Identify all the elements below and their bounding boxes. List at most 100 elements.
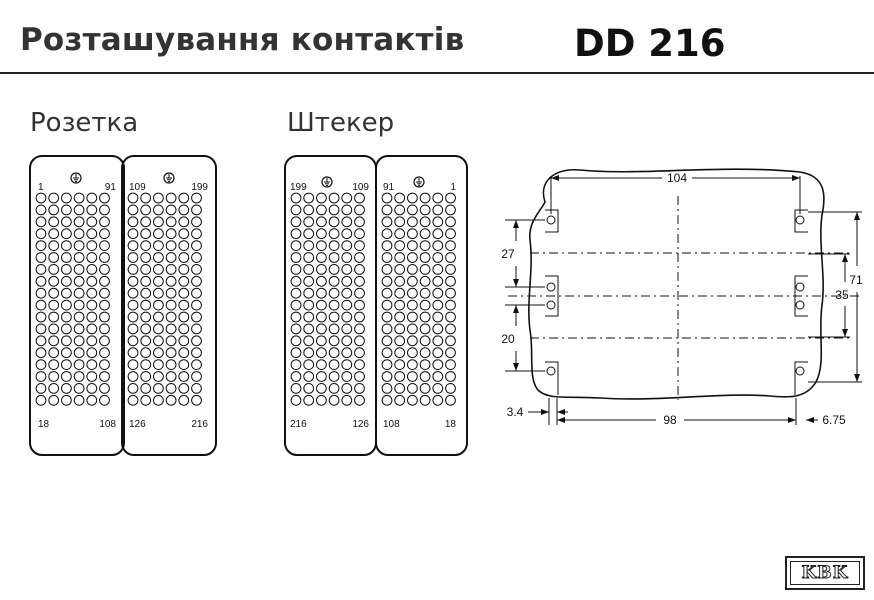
contact-pin <box>153 287 164 299</box>
contact-pin <box>86 287 98 299</box>
contact-pin <box>153 216 164 228</box>
contact-pin <box>381 275 393 287</box>
socket-label: Розетка <box>30 108 139 138</box>
contact-pin <box>73 252 85 263</box>
contact-pin <box>191 347 202 359</box>
contact-pin <box>140 323 152 335</box>
contact-pin <box>328 204 340 216</box>
contact-pin <box>394 204 406 216</box>
contact-pin <box>178 275 190 287</box>
contact-pin <box>48 275 60 287</box>
contact-pin <box>445 359 456 371</box>
contact-pin <box>354 287 365 299</box>
contact-pin <box>140 299 152 311</box>
contact-pin <box>73 323 85 335</box>
contact-pin <box>73 394 85 406</box>
contact-pin <box>48 192 60 204</box>
contact-pin <box>381 216 393 228</box>
contact-pin <box>127 275 139 287</box>
pin-number-label: 199 <box>290 182 307 193</box>
contact-pin <box>191 359 202 371</box>
contact-pin <box>127 311 139 323</box>
contact-pin <box>407 192 418 204</box>
contact-pin <box>354 299 365 311</box>
contact-pin <box>394 264 406 275</box>
contact-pin <box>153 240 164 252</box>
contact-pin <box>407 394 418 406</box>
company-logo: KBK <box>785 556 865 590</box>
contact-pin <box>407 240 418 252</box>
contact-pin <box>86 240 98 252</box>
contact-pin <box>303 204 315 216</box>
plug-right-block <box>375 155 468 456</box>
contact-pin <box>316 383 327 394</box>
contact-pin <box>303 192 315 204</box>
contact-pin <box>394 216 406 228</box>
contact-pin <box>341 299 353 311</box>
mounting-hole <box>795 366 805 376</box>
contact-pin <box>48 335 60 347</box>
dimension-label: 71 <box>849 273 863 287</box>
contact-pin <box>394 359 406 371</box>
contact-pin <box>153 228 164 240</box>
contact-pin <box>381 359 393 371</box>
contact-pin <box>419 299 431 311</box>
contact-pin <box>354 359 365 371</box>
contact-pin <box>35 228 47 240</box>
contact-pin <box>153 383 164 394</box>
contact-pin <box>35 204 47 216</box>
contact-pin <box>432 359 444 371</box>
contact-pin <box>432 204 444 216</box>
contact-pin <box>73 335 85 347</box>
contact-pin <box>341 240 353 252</box>
contact-pin <box>328 323 340 335</box>
contact-pin <box>290 275 302 287</box>
page-title: Розташування контактів <box>20 22 465 58</box>
contact-pin <box>407 264 418 275</box>
contact-pin <box>316 335 327 347</box>
contact-pin <box>328 240 340 252</box>
plug-right-pin-grid <box>381 192 456 406</box>
contact-pin <box>381 347 393 359</box>
contact-pin <box>341 323 353 335</box>
contact-pin <box>61 359 72 371</box>
contact-pin <box>316 347 327 359</box>
contact-pin <box>316 275 327 287</box>
contact-pin <box>419 264 431 275</box>
contact-pin <box>127 204 139 216</box>
contact-pin <box>407 287 418 299</box>
contact-pin <box>99 252 110 263</box>
socket-left-pin-grid <box>35 192 110 406</box>
contact-pin <box>290 311 302 323</box>
contact-pin <box>127 287 139 299</box>
contact-pin <box>303 240 315 252</box>
contact-pin <box>140 216 152 228</box>
contact-pin <box>432 216 444 228</box>
right-flange <box>794 209 808 395</box>
contact-pin <box>99 275 110 287</box>
contact-pin <box>178 323 190 335</box>
contact-pin <box>140 394 152 406</box>
contact-pin <box>328 299 340 311</box>
pin-number-label: 126 <box>352 419 369 430</box>
contact-pin <box>354 204 365 216</box>
contact-pin <box>407 228 418 240</box>
panel-cutout-drawing <box>505 168 862 425</box>
contact-pin <box>140 371 152 382</box>
contact-pin <box>290 287 302 299</box>
contact-pin <box>303 394 315 406</box>
contact-pin <box>341 371 353 382</box>
contact-pin <box>178 394 190 406</box>
contact-pin <box>316 359 327 371</box>
contact-pin <box>328 335 340 347</box>
contact-pin <box>35 359 47 371</box>
contact-pin <box>178 240 190 252</box>
contact-pin <box>341 359 353 371</box>
contact-pin <box>419 371 431 382</box>
contact-pin <box>290 299 302 311</box>
contact-pin <box>290 252 302 263</box>
contact-pin <box>290 240 302 252</box>
contact-pin <box>99 299 110 311</box>
contact-pin <box>394 335 406 347</box>
contact-pin <box>407 359 418 371</box>
